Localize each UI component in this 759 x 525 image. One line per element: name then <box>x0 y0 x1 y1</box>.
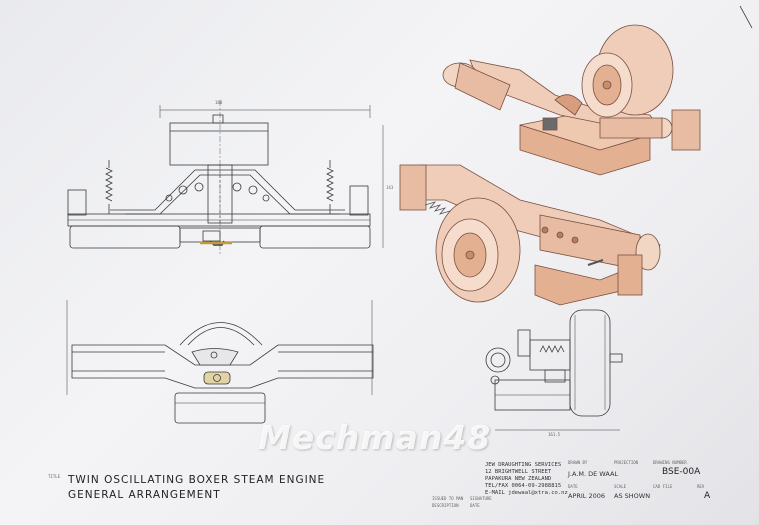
scale-value: AS SHOWN <box>614 492 651 500</box>
front-elevation-view <box>67 100 384 255</box>
side-view <box>485 309 623 431</box>
projection-label: PROJECTION <box>614 460 639 465</box>
dimension-right: 143 <box>386 185 394 190</box>
isometric-render-middle <box>399 164 661 306</box>
scale-label: SCALE <box>614 484 627 489</box>
drawn-by-label: DRAWN BY <box>568 460 588 465</box>
isometric-render-top <box>442 24 701 176</box>
rev-label: REV <box>697 484 705 489</box>
drawing-number-label: DRAWING NUMBER <box>653 460 687 465</box>
dimension-bottom-right: 161.5 <box>548 432 561 437</box>
date-label: DATE <box>568 484 578 489</box>
drawn-by-value: J.A.M. DE WAAL <box>568 470 619 478</box>
drawing-title-line1: TWIN OSCILLATING BOXER STEAM ENGINE <box>68 474 326 486</box>
plan-view <box>66 300 374 424</box>
drawing-number-value: BSE-00A <box>662 467 701 477</box>
cad-file-label: CAD FILE <box>653 484 673 489</box>
rev-table-label-signature: SIGNATURE <box>470 496 492 501</box>
title-field-label: TITLE <box>48 474 61 479</box>
right-spring <box>326 167 334 202</box>
rev-table-label-description: DESCRIPTION <box>432 503 459 508</box>
drawing-title-line2: GENERAL ARRANGEMENT <box>68 489 221 501</box>
company-street: 12 BRIGHTWELL STREET <box>485 469 552 475</box>
dimension-top: 180 <box>215 100 223 105</box>
company-city: PAPAKURA NEW ZEALAND <box>485 476 552 482</box>
left-spring <box>105 167 113 202</box>
date-value: APRIL 2006 <box>568 492 606 500</box>
company-phone: TEL/FAX 0064-09-2988815 <box>485 483 562 489</box>
company-name: JEW DRAUGHTING SERVICES <box>485 462 562 468</box>
rev-table-label-issued: ISSUED TO MAN <box>432 496 464 501</box>
corner-fold-mark <box>739 5 753 29</box>
rev-table-label-date: DATE <box>470 503 480 508</box>
rev-value: A <box>704 491 711 501</box>
company-address: JEW DRAUGHTING SERVICES 12 BRIGHTWELL ST… <box>485 462 568 497</box>
watermark: Mechman48 <box>258 418 492 457</box>
company-email: E-MAIL jdewaal@xtra.co.nz <box>485 490 568 496</box>
